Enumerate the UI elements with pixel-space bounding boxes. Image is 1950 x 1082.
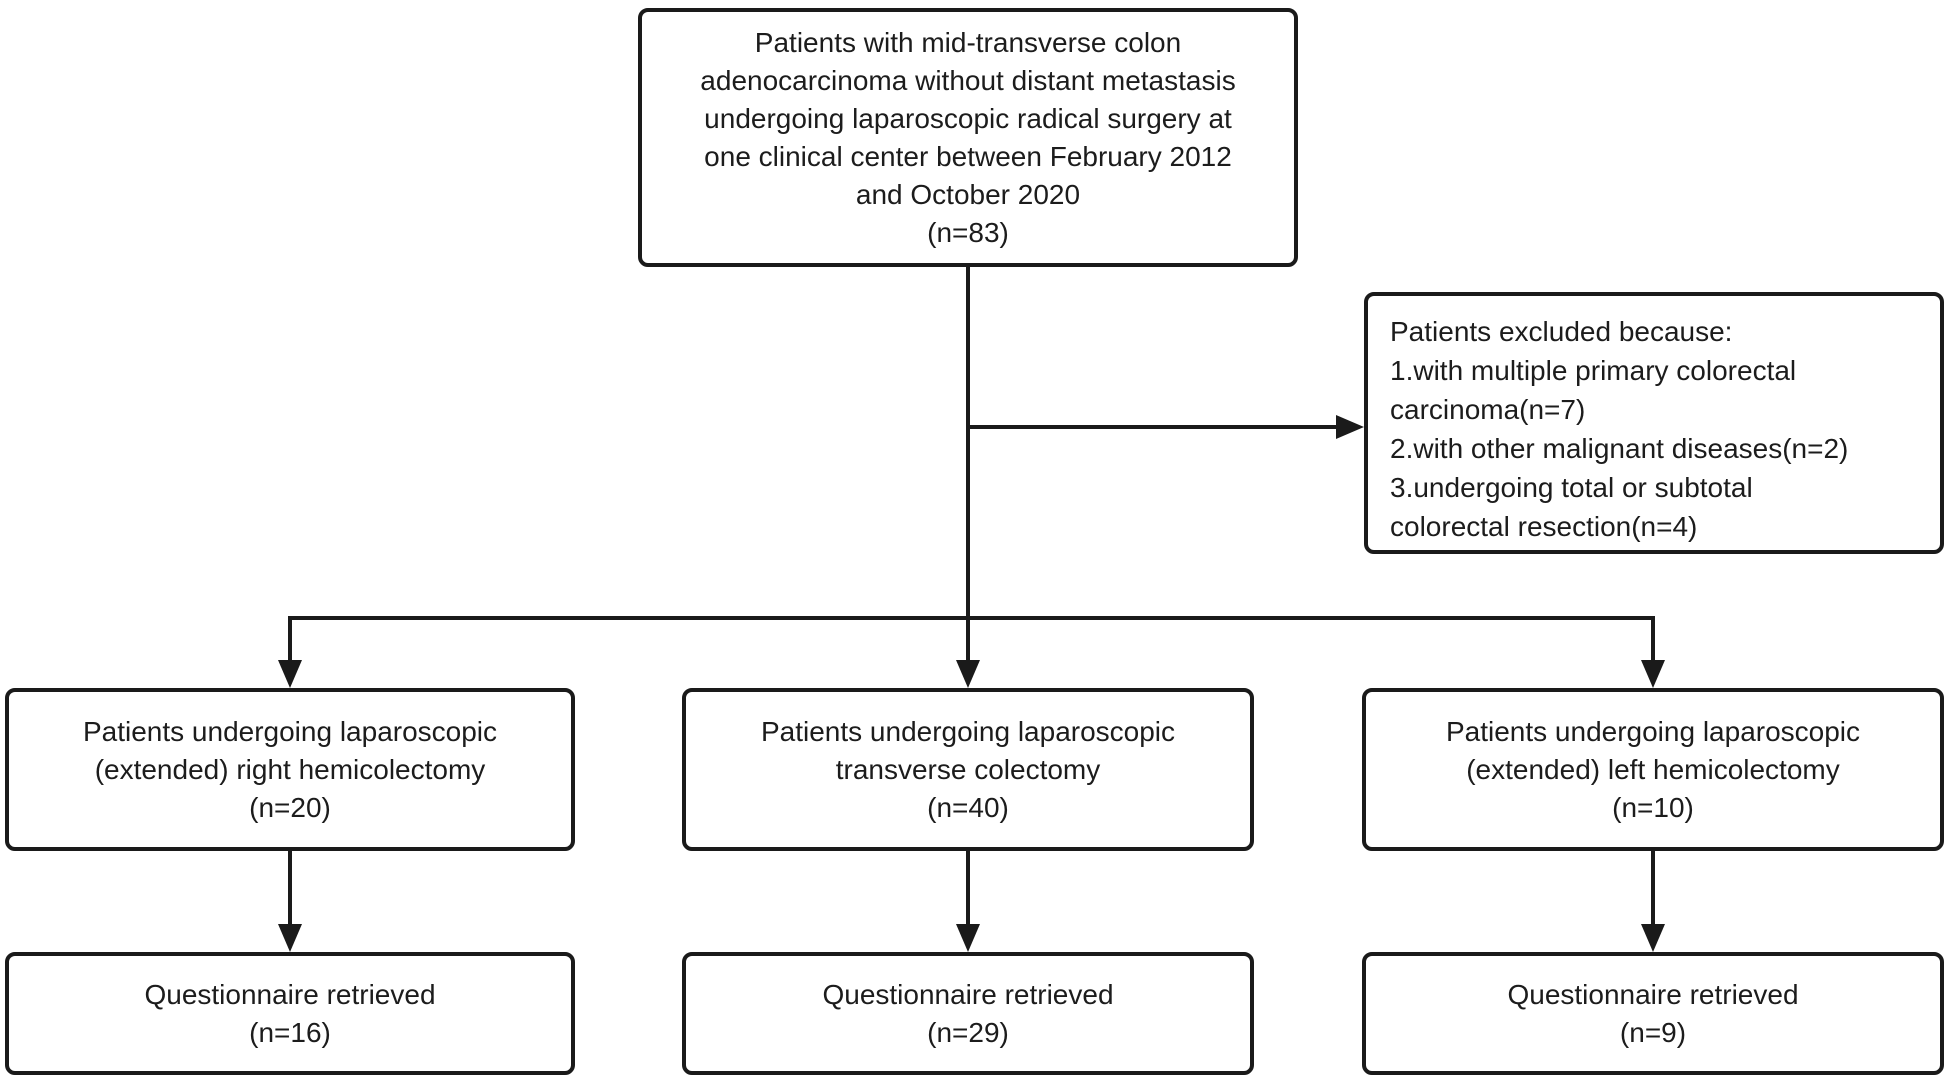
arrowhead-down-icon bbox=[1641, 924, 1665, 952]
arrowhead-down-icon bbox=[1641, 660, 1665, 688]
node-transverse-colectomy: Patients undergoing laparoscopic transve… bbox=[682, 688, 1254, 851]
edge-source-excluded bbox=[968, 415, 1364, 439]
edge-right-hemicolectomy-questionnaire bbox=[278, 851, 302, 952]
node-sample-size: (n=10) bbox=[1612, 791, 1694, 823]
edge-transverse-questionnaire bbox=[956, 851, 980, 952]
node-text-line: 2.with other malignant diseases(n=2) bbox=[1390, 433, 1849, 464]
node-questionnaire-transverse: Questionnaire retrieved (n=29) bbox=[682, 952, 1254, 1075]
node-text-line: 3.undergoing total or subtotal bbox=[1390, 472, 1753, 503]
node-text-line: (extended) left hemicolectomy bbox=[1466, 753, 1840, 785]
node-text-line: Patients undergoing laparoscopic bbox=[82, 715, 498, 747]
node-text-line: Questionnaire retrieved bbox=[1507, 978, 1799, 1010]
node-text-line: Patients with mid-transverse colon bbox=[754, 26, 1182, 58]
arrowhead-right-icon bbox=[1336, 415, 1364, 439]
node-text-line: carcinoma(n=7) bbox=[1390, 394, 1586, 425]
node-text-line: Patients undergoing laparoscopic bbox=[1445, 715, 1861, 747]
node-questionnaire-left: Questionnaire retrieved (n=9) bbox=[1362, 952, 1944, 1075]
node-sample-size: (n=29) bbox=[927, 1016, 1009, 1048]
node-text-line: (extended) right hemicolectomy bbox=[94, 753, 486, 785]
node-text-line: Questionnaire retrieved bbox=[822, 978, 1114, 1010]
arrowhead-down-icon bbox=[278, 660, 302, 688]
node-right-hemicolectomy: Patients undergoing laparoscopic (extend… bbox=[5, 688, 575, 851]
node-text-line: colorectal resection(n=4) bbox=[1390, 511, 1698, 542]
node-text-line: one clinical center between February 201… bbox=[704, 140, 1232, 172]
node-left-hemicolectomy: Patients undergoing laparoscopic (extend… bbox=[1362, 688, 1944, 851]
node-excluded-patients: Patients excluded because: 1.with multip… bbox=[1364, 292, 1944, 554]
edge-left-hemicolectomy-questionnaire bbox=[1641, 851, 1665, 952]
node-sample-size: (n=20) bbox=[249, 791, 331, 823]
node-sample-size: (n=40) bbox=[927, 791, 1009, 823]
edge-source-transverse bbox=[956, 267, 980, 688]
node-sample-size: (n=9) bbox=[1619, 1016, 1687, 1048]
node-sample-size: (n=16) bbox=[249, 1016, 331, 1048]
node-text-line: Patients excluded because: bbox=[1390, 316, 1733, 347]
node-text-line: and October 2020 bbox=[855, 178, 1081, 210]
arrowhead-down-icon bbox=[278, 924, 302, 952]
node-text-line: Patients undergoing laparoscopic bbox=[760, 715, 1176, 747]
node-text-line: adenocarcinoma without distant metastasi… bbox=[700, 64, 1236, 96]
node-text-line: Questionnaire retrieved bbox=[144, 978, 436, 1010]
node-questionnaire-right: Questionnaire retrieved (n=16) bbox=[5, 952, 575, 1075]
node-sample-size: (n=83) bbox=[927, 216, 1009, 248]
node-text-line: 1.with multiple primary colorectal bbox=[1390, 355, 1797, 386]
edge-source-right-hemicolectomy bbox=[278, 616, 302, 688]
edge-source-left-hemicolectomy bbox=[1641, 616, 1665, 688]
arrowhead-down-icon bbox=[956, 660, 980, 688]
arrowhead-down-icon bbox=[956, 924, 980, 952]
node-text-line: undergoing laparoscopic radical surgery … bbox=[704, 102, 1232, 134]
node-text-line: transverse colectomy bbox=[835, 753, 1101, 785]
node-source-population: Patients with mid-transverse colon adeno… bbox=[638, 8, 1298, 267]
